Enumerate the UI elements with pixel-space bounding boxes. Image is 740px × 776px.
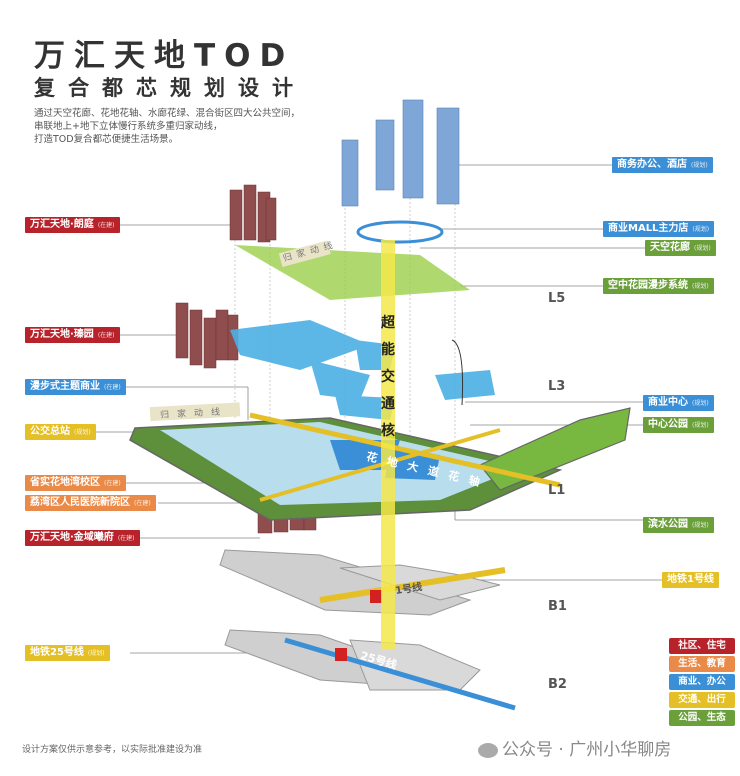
level-b2: B2 — [548, 677, 567, 692]
wechat-icon — [478, 742, 498, 758]
label-office-hotel: 商务办公、酒店(规划) — [612, 157, 713, 173]
description-line: 打造TOD复合都芯便捷生活场景。 — [34, 134, 179, 145]
label-jinyuxifu: 万汇天地·金域曦府(在建) — [25, 530, 140, 546]
label-langting: 万汇天地·朗庭(在建) — [25, 217, 120, 233]
description-line: 串联地上+地下立体慢行系统多重归家动线， — [34, 121, 223, 132]
l3-commercial — [230, 320, 495, 420]
description-line: 通过天空花廊、花地花轴、水廊花绿、混合街区四大公共空间， — [34, 108, 301, 119]
label-walking-commerce: 漫步式主题商业(在建) — [25, 379, 126, 395]
label-hospital: 荔湾区人民医院新院区(在建) — [25, 495, 156, 511]
core-char: 交 — [381, 369, 395, 385]
legend-commercial: 商业、办公 — [669, 674, 735, 690]
watermark-text: 公众号 · 广州小华聊房 — [502, 740, 672, 760]
level-l1: L1 — [548, 483, 566, 498]
level-l5: L5 — [548, 291, 566, 306]
label-central-park: 中心公园(规划) — [643, 417, 714, 433]
label-sky-garden-walk: 空中花园漫步系统(规划) — [603, 278, 714, 294]
page-subtitle: 复合都芯规划设计 — [34, 76, 306, 100]
disclaimer: 设计方案仅供示意参考，以实际批准建设为准 — [22, 745, 203, 755]
page-title: 万汇天地TOD — [34, 38, 295, 74]
watermark: 公众号 · 广州小华聊房 — [478, 735, 671, 760]
transit-core-label: 超 能 交 通 核 — [380, 310, 396, 445]
core-char: 通 — [381, 396, 395, 412]
b2-metro-level — [224, 629, 516, 711]
bracket-line — [451, 339, 464, 406]
legend-transport: 交通、出行 — [669, 692, 735, 708]
level-l3: L3 — [548, 379, 566, 394]
description: 通过天空花廊、花地花轴、水廊花绿、混合街区四大公共空间， 串联地上+地下立体慢行… — [34, 107, 354, 146]
label-commercial-center: 商业中心(规划) — [643, 395, 714, 411]
level-b1: B1 — [548, 599, 567, 614]
label-metro-25: 地铁25号线(规划) — [25, 645, 110, 661]
label-waterfront-park: 滨水公园(规划) — [643, 517, 714, 533]
core-char: 超 — [381, 315, 395, 331]
label-mall: 商业MALL主力店(规划) — [603, 221, 715, 237]
office-towers — [341, 99, 460, 207]
legend-education: 生活、教育 — [669, 656, 735, 672]
legend-residential: 社区、住宅 — [669, 638, 735, 654]
b1-metro-level — [219, 549, 506, 616]
core-char: 能 — [381, 342, 395, 358]
label-metro-1: 地铁1号线 — [662, 572, 719, 588]
label-school: 省实花地湾校区(在建) — [25, 475, 126, 491]
label-zhenyuan: 万汇天地·瑧园(在建) — [25, 327, 120, 343]
core-char: 核 — [381, 423, 395, 439]
l5-sky-garden — [235, 220, 470, 300]
legend-park: 公园、生态 — [669, 710, 735, 726]
l1-ground-plane — [129, 402, 631, 521]
transit-core-column — [381, 240, 395, 650]
label-bus-terminal: 公交总站(规划) — [25, 424, 96, 440]
label-sky-corridor: 天空花廊(规划) — [645, 240, 716, 256]
